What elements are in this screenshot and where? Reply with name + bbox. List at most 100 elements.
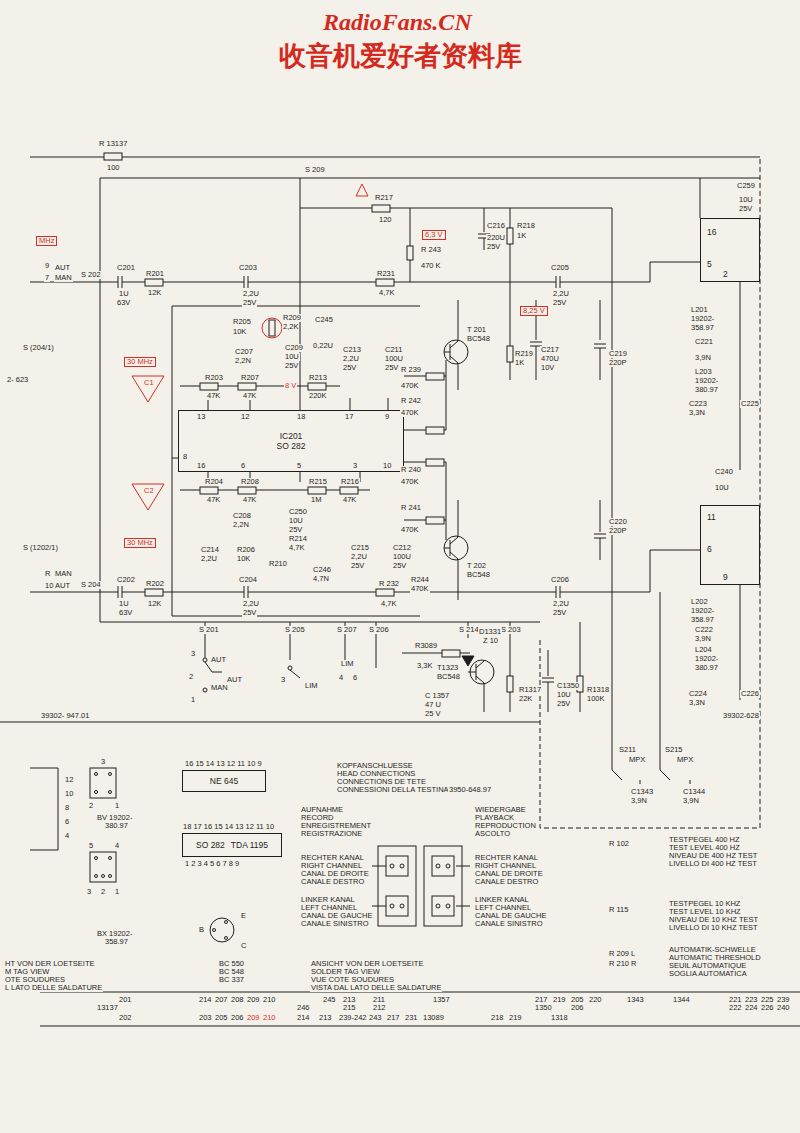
part-label: 2,2N — [234, 357, 252, 365]
part-label: 219 — [508, 1014, 523, 1022]
part-label: SOGLIA AUTOMATICA — [668, 970, 748, 978]
part-label: 224 — [744, 1004, 759, 1012]
part-label: 201 — [118, 996, 133, 1004]
part-label: BC548 — [466, 571, 491, 579]
part-label: 10 — [382, 462, 392, 470]
part-label: 2 — [188, 673, 194, 681]
part-label: 100 — [106, 164, 121, 172]
part-label: MAN — [54, 274, 73, 282]
part-text: 6 — [707, 544, 712, 554]
component-body — [407, 246, 413, 260]
wire-line — [30, 768, 58, 850]
part-label: R214 — [288, 535, 308, 543]
part-label: 219 — [552, 996, 567, 1004]
part-label: 2,2U — [200, 555, 218, 563]
component-circle — [446, 904, 450, 908]
part-label: 9 — [44, 262, 50, 270]
part-label: 3 — [190, 650, 196, 658]
component-body — [507, 346, 513, 362]
part-text: 11 — [707, 512, 716, 522]
part-label: 6 — [240, 462, 246, 470]
wire-line — [0, 722, 540, 723]
part-label: 47K — [242, 496, 257, 504]
part-label: 223 — [744, 996, 759, 1004]
part-label: 3 — [280, 676, 286, 684]
part-label: C219 — [608, 350, 628, 358]
wire-line — [300, 208, 301, 410]
part-label: R203 — [204, 374, 224, 382]
wire-line — [444, 300, 458, 390]
part-label: 4,7K — [378, 289, 395, 297]
part-label: C224 — [688, 690, 708, 698]
wire-line — [30, 262, 700, 288]
part-label: LIM — [304, 682, 319, 690]
part-label: PLAYBACK — [474, 814, 515, 822]
part-label: 13137 — [96, 1004, 119, 1012]
part-label: 213 — [318, 1014, 333, 1022]
part-label: 1318 — [550, 1014, 569, 1022]
part-label: R209 — [282, 314, 302, 322]
part-label: 470K — [400, 382, 420, 390]
watermark: 收音机爱好者资料库 — [278, 40, 523, 72]
component-body — [432, 856, 454, 876]
part-label: 1K — [516, 232, 527, 240]
marker-triangle — [356, 184, 368, 196]
component-circle — [400, 904, 404, 908]
wire-line — [402, 653, 470, 654]
component-body — [426, 517, 444, 524]
part-label: R 115 — [608, 906, 629, 914]
part-label: C226 — [740, 690, 760, 698]
part-label: AUT — [54, 264, 71, 272]
part-label: 1U — [118, 600, 130, 608]
part-label: 3950-648.97 — [448, 786, 492, 794]
part-label: 217 — [386, 1014, 401, 1022]
part-label: R244 — [410, 576, 430, 584]
part-label: R 241 — [400, 504, 422, 512]
part-label: 12K — [147, 289, 162, 297]
part-label: S 207 — [336, 626, 358, 634]
part-text: 2 — [723, 269, 728, 279]
part-label: 470K — [400, 409, 420, 417]
part-label: C206 — [550, 576, 570, 584]
wire-line — [594, 300, 606, 380]
part-label: R 210 R — [608, 960, 638, 968]
part-label: TESTPEGEL 10 KHZ — [668, 900, 741, 908]
part-label: 25V — [486, 243, 501, 251]
part-label: 358.97 — [690, 324, 715, 332]
part-label: 25V — [392, 562, 407, 570]
part-label: C220 — [608, 518, 628, 526]
part-label: R 232 — [378, 580, 400, 588]
part-label: CANALE SINISTRO — [300, 920, 370, 928]
part-label: REGISTRAZIONE — [300, 830, 363, 838]
part-label: 226 — [760, 1004, 775, 1012]
part-label: D1331 — [478, 628, 502, 636]
part-label: R205 — [232, 318, 252, 326]
part-label: 3 — [86, 888, 92, 896]
part-label: C205 — [550, 264, 570, 272]
part-label: NIVEAU DE 10 KHZ TEST — [668, 916, 759, 924]
part-label: 239-242 — [338, 1014, 368, 1022]
test-point-label: 210 — [262, 1014, 277, 1022]
part-label: 63V — [118, 609, 133, 617]
component-body — [238, 487, 256, 494]
test-point-label: 8 V — [284, 382, 297, 390]
component-circle — [95, 875, 98, 878]
part-label: MAN — [210, 684, 229, 692]
component-circle — [262, 318, 282, 338]
part-label: AUTOMATIK-SCHWELLE — [668, 946, 757, 954]
part-label: C215 — [350, 544, 370, 552]
part-label: BC 550 — [218, 960, 245, 968]
part-label: C214 — [200, 546, 220, 554]
part-label: LIVELLO DI 400 HZ TEST — [668, 860, 758, 868]
part-label: AUT — [54, 582, 71, 590]
part-label: R206 — [236, 546, 256, 554]
part-label: 4,7K — [288, 544, 305, 552]
part-label: 246 — [296, 1004, 311, 1012]
part-label: 25V — [552, 609, 567, 617]
component-body — [308, 487, 326, 494]
part-label: C216 — [486, 222, 506, 230]
component-body — [376, 589, 394, 596]
component-body — [104, 153, 122, 160]
part-label: AUFNAHME — [300, 806, 344, 814]
part-label: 19202- — [694, 655, 719, 663]
